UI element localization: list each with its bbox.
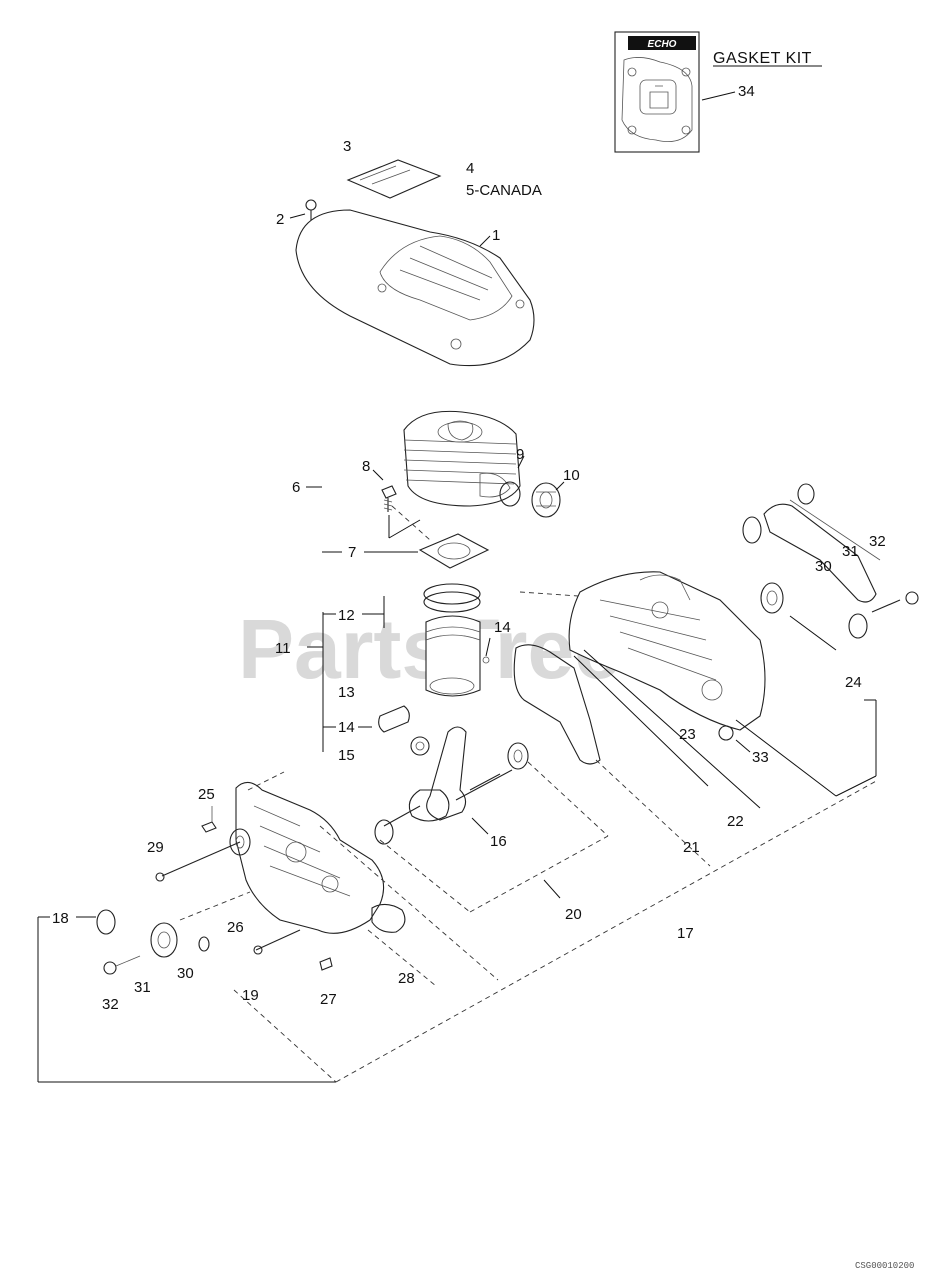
label-4: 4: [466, 160, 474, 177]
label-13: 13: [338, 684, 355, 701]
assembly-leader-lines: [179, 505, 879, 1083]
label-10: 10: [563, 467, 580, 484]
label-7: 7: [348, 544, 356, 561]
piston-ring[interactable]: [423, 583, 481, 613]
oil-seal-right[interactable]: [507, 742, 529, 770]
label-9: 9: [516, 446, 524, 463]
label-18: 18: [52, 910, 69, 927]
label-1: 1: [492, 227, 500, 244]
part-28[interactable]: [371, 903, 406, 933]
label-31-right: 31: [842, 543, 859, 560]
damper-bolt-right[interactable]: [871, 591, 919, 613]
label-6: 6: [292, 479, 300, 496]
plug[interactable]: [718, 725, 734, 741]
top-cover[interactable]: [295, 209, 535, 367]
label-27: 27: [320, 991, 337, 1008]
label-24: 24: [845, 674, 862, 691]
label-2: 2: [276, 211, 284, 228]
label-32-left: 32: [102, 996, 119, 1013]
label-23: 23: [679, 726, 696, 743]
bolt-29[interactable]: [155, 841, 241, 882]
label-34: 34: [738, 83, 755, 100]
label-3: 3: [343, 138, 351, 155]
o-ring[interactable]: [499, 481, 521, 507]
screw-27[interactable]: [319, 957, 333, 971]
label-17: 17: [677, 925, 694, 942]
label-20: 20: [565, 906, 582, 923]
label-22: 22: [727, 813, 744, 830]
label-19: 19: [242, 987, 259, 1004]
piston-pin[interactable]: [378, 705, 410, 733]
damper-right-upper[interactable]: [742, 516, 762, 544]
plug-19[interactable]: [198, 936, 210, 952]
label-12: 12: [338, 607, 355, 624]
screw-26[interactable]: [253, 929, 301, 955]
cylinder-gasket[interactable]: [418, 533, 490, 569]
label-15: 15: [338, 747, 355, 764]
drawing-code: CSG00010200: [855, 1261, 914, 1271]
needle-bearing[interactable]: [410, 736, 430, 756]
oil-seal-left[interactable]: [374, 819, 394, 845]
damper-cap-left[interactable]: [96, 909, 116, 935]
label-16: 16: [490, 833, 507, 850]
label-8: 8: [362, 458, 370, 475]
handle-bracket[interactable]: [763, 483, 881, 603]
insulator[interactable]: [531, 482, 561, 518]
label-29: 29: [147, 839, 164, 856]
label-25: 25: [198, 786, 215, 803]
label-31-left: 31: [134, 979, 151, 996]
crankshaft[interactable]: [383, 726, 513, 827]
gasket-kit-package[interactable]: ECHO: [614, 31, 700, 153]
cylinder-bolt[interactable]: [381, 485, 397, 512]
label-5-canada: 5-CANADA: [466, 182, 542, 199]
label-28: 28: [398, 970, 415, 987]
label-11: 11: [275, 640, 291, 657]
label-32-right: 32: [869, 533, 886, 550]
label-14-pin: 14: [338, 719, 355, 736]
label-26: 26: [227, 919, 244, 936]
piston[interactable]: [425, 615, 490, 697]
damper-bolt-left[interactable]: [103, 955, 141, 975]
crankcase-left[interactable]: [235, 781, 385, 934]
label-14-clip: 14: [494, 619, 511, 636]
bolt-25[interactable]: [201, 806, 217, 833]
label-21: 21: [683, 839, 700, 856]
label-30-left: 30: [177, 965, 194, 982]
cylinder[interactable]: [403, 410, 521, 507]
echo-brand-logo: ECHO: [648, 39, 677, 50]
decal[interactable]: [346, 159, 442, 199]
crankcase-right[interactable]: [568, 571, 766, 731]
bearing-left[interactable]: [229, 828, 251, 856]
bearing-right[interactable]: [760, 582, 784, 614]
label-33: 33: [752, 749, 769, 766]
damper-left[interactable]: [150, 922, 178, 958]
damper-right-lower[interactable]: [848, 613, 868, 639]
gasket-kit-title: GASKET KIT: [713, 50, 812, 67]
crankcase-gasket[interactable]: [513, 644, 601, 765]
label-30-right: 30: [815, 558, 832, 575]
